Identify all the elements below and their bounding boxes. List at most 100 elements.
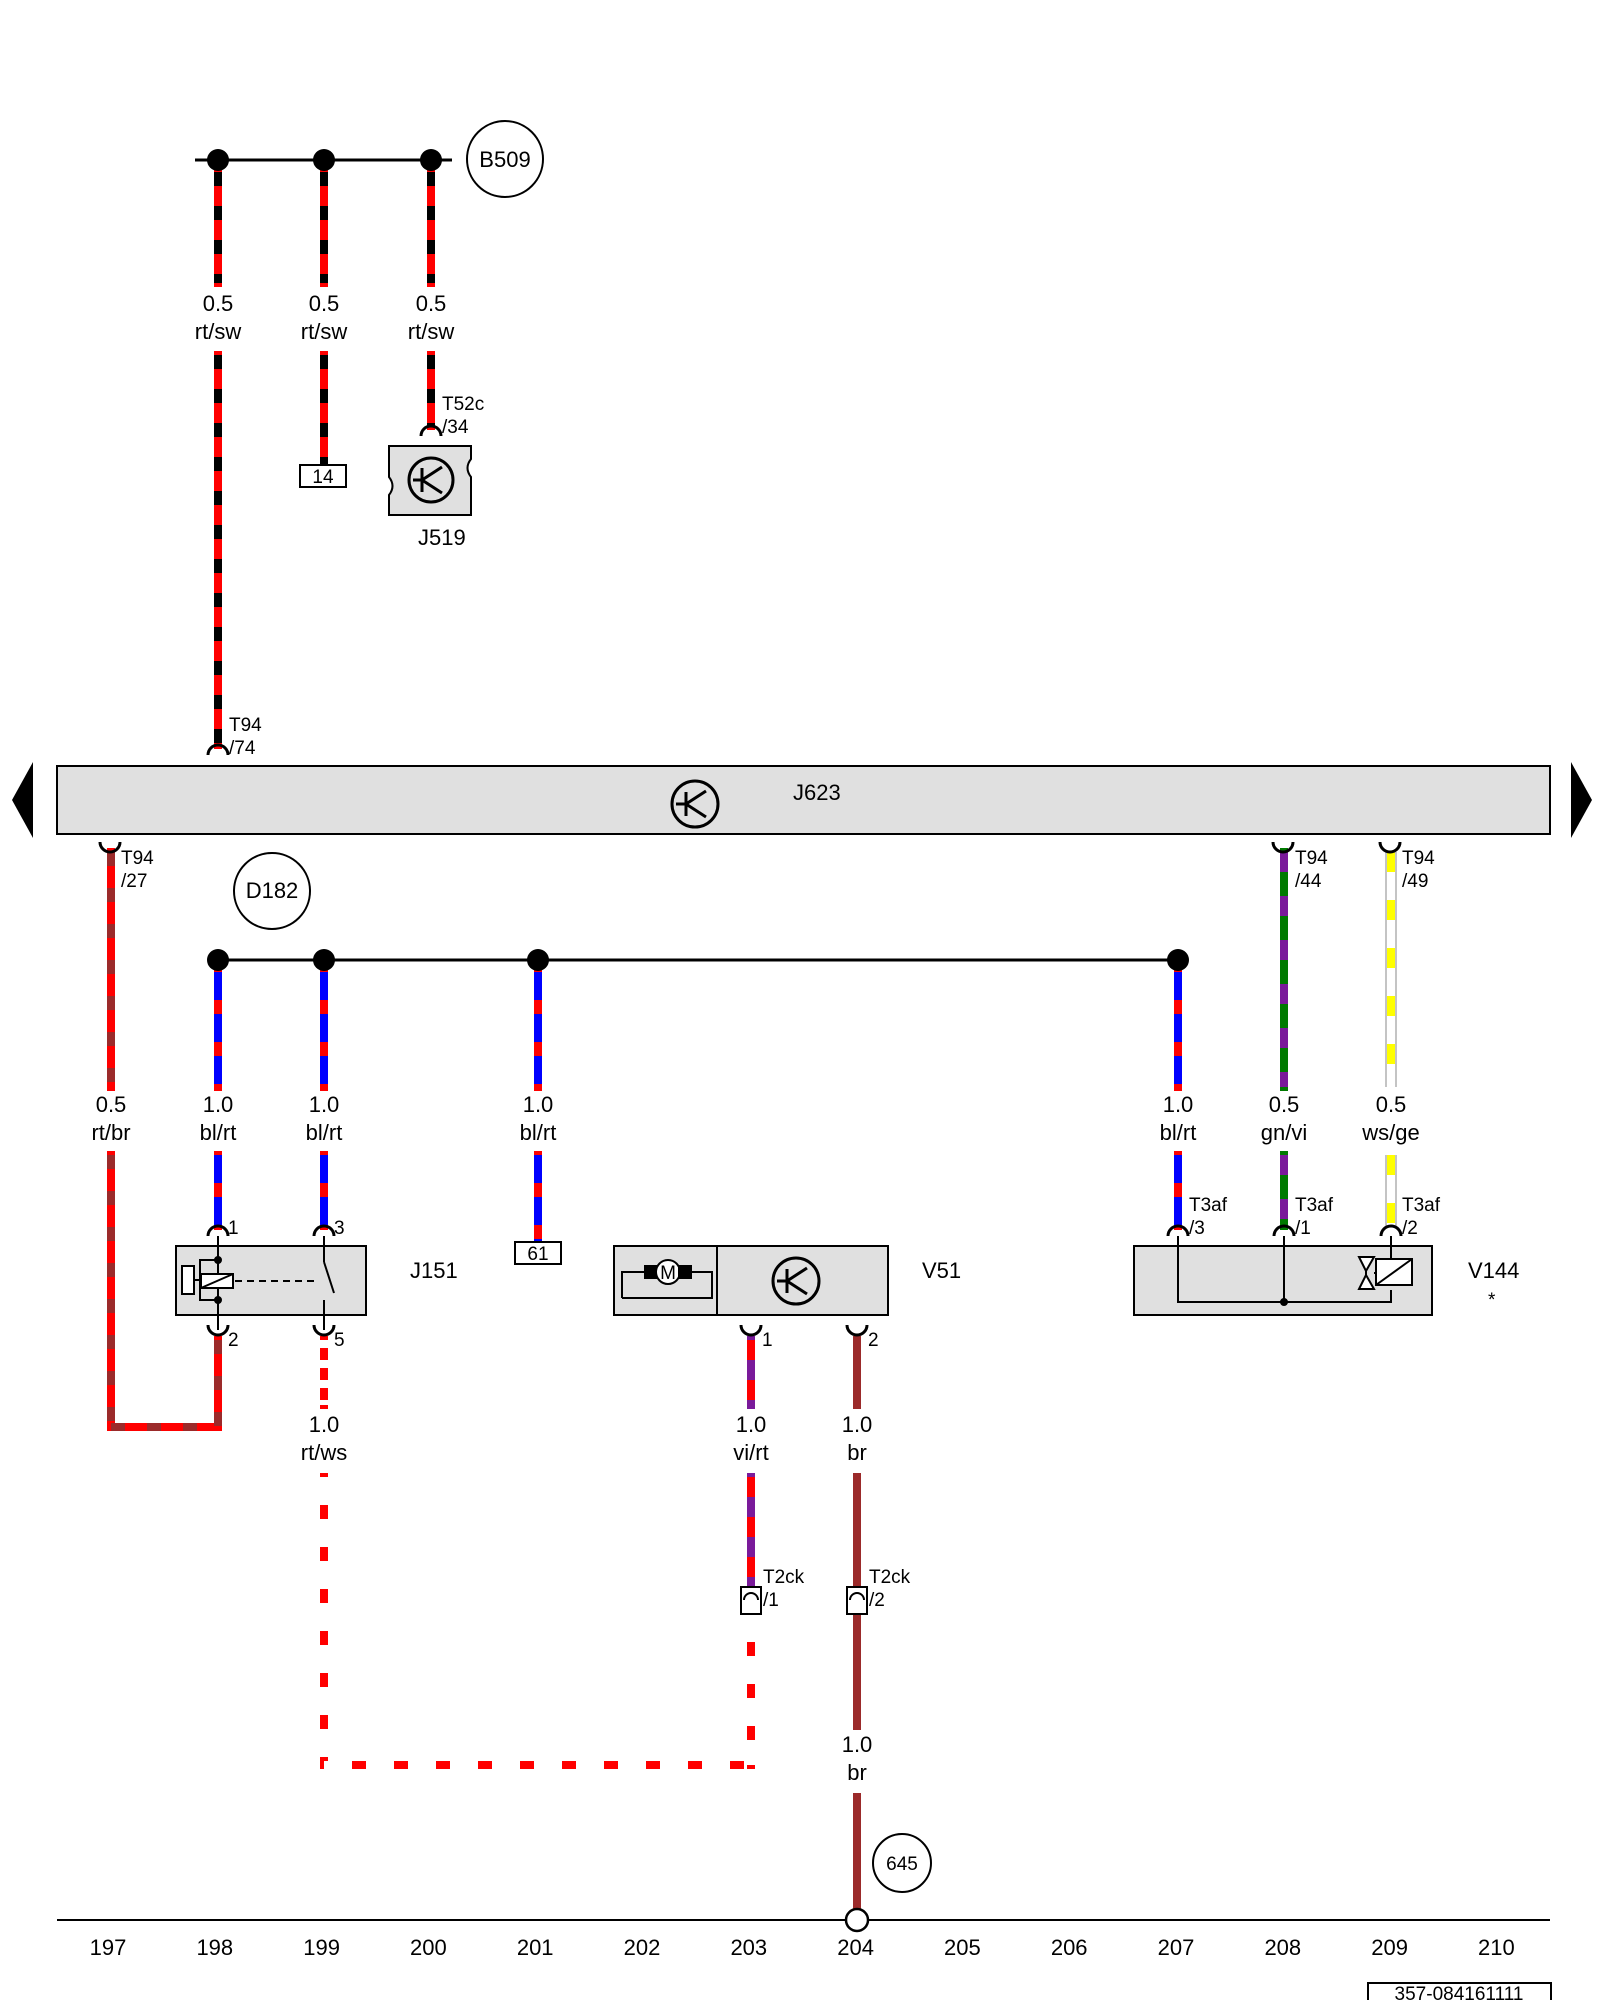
connector-pin xyxy=(1271,841,1295,854)
pump-v51[interactable] xyxy=(613,1245,889,1316)
pin-label: T3af xyxy=(1402,1195,1441,1216)
connector-pin xyxy=(312,1224,336,1237)
wire-size: 0.5 xyxy=(96,1092,127,1117)
connector-pin xyxy=(1272,1224,1296,1237)
pin-label: T2ck xyxy=(869,1567,911,1588)
track-number: 206 xyxy=(1051,1935,1088,1960)
wire-color: ws/ge xyxy=(1361,1120,1419,1145)
document-id: 357-084161111 xyxy=(1395,1984,1524,2000)
connector-pin xyxy=(739,1324,763,1337)
connector-t2ck-1 xyxy=(740,1586,762,1615)
wire-color: br xyxy=(847,1760,867,1785)
ground-label-d182: D182 xyxy=(246,878,299,903)
connector-pin xyxy=(1166,1224,1190,1237)
splice-dot xyxy=(313,949,335,971)
ground-label-645: 645 xyxy=(886,1854,918,1875)
wire-color: rt/sw xyxy=(301,319,348,344)
ground-point-d182 xyxy=(233,852,311,930)
pin-label: /34 xyxy=(442,417,469,438)
track-number: 197 xyxy=(90,1935,127,1960)
ground-point-b509 xyxy=(466,120,544,198)
reference-label: 14 xyxy=(312,467,334,488)
wire-size: 0.5 xyxy=(1269,1092,1300,1117)
pin-label: /27 xyxy=(121,871,147,892)
connector-pin xyxy=(1378,841,1402,854)
splice-dot xyxy=(313,149,335,171)
pin-label: 3 xyxy=(334,1218,345,1239)
pin-label: T94 xyxy=(1295,848,1328,869)
pin-label: T94 xyxy=(121,848,154,869)
wire-color: rt/ws xyxy=(301,1440,347,1465)
wire-size: 1.0 xyxy=(203,1092,234,1117)
wire-size: 1.0 xyxy=(842,1412,873,1437)
component-name: V51 xyxy=(922,1258,961,1283)
splice-dot xyxy=(207,149,229,171)
ground-connection-point xyxy=(844,1907,870,1933)
wire-size: 1.0 xyxy=(523,1092,554,1117)
relay-coil-icon xyxy=(181,1236,335,1330)
wire-color: vi/rt xyxy=(733,1440,768,1465)
wire-size: 1.0 xyxy=(1163,1092,1194,1117)
track-number: 207 xyxy=(1158,1935,1195,1960)
pin-label: /1 xyxy=(763,1590,779,1611)
ground-point-645 xyxy=(872,1833,932,1893)
reference-box-14[interactable] xyxy=(299,464,347,488)
continue-right-arrow-icon[interactable] xyxy=(1571,762,1592,838)
connector-pin xyxy=(419,424,443,437)
pin-label: /2 xyxy=(1402,1218,1418,1239)
continue-left-arrow-icon[interactable] xyxy=(12,762,33,838)
wire-color: bl/rt xyxy=(1160,1120,1197,1145)
pin-label: 2 xyxy=(228,1330,239,1351)
solenoid-valve-icon xyxy=(1177,1236,1413,1306)
track-number: 201 xyxy=(517,1935,554,1960)
wire-size: 0.5 xyxy=(1376,1092,1407,1117)
reference-box-61[interactable] xyxy=(514,1241,562,1265)
splice-dot xyxy=(1167,949,1189,971)
wire-size: 1.0 xyxy=(309,1412,340,1437)
pin-label: /74 xyxy=(229,738,256,759)
pin-label: /3 xyxy=(1189,1218,1205,1239)
reference-label: 61 xyxy=(527,1244,548,1265)
connector-pin xyxy=(312,1324,336,1337)
connector-pin xyxy=(1379,1224,1403,1237)
track-number: 204 xyxy=(837,1935,874,1960)
wire-color: rt/br xyxy=(91,1120,130,1145)
transistor-icon xyxy=(670,779,720,829)
wire-size: 1.0 xyxy=(842,1732,873,1757)
pin-label: 1 xyxy=(762,1330,773,1351)
splice-dot xyxy=(527,949,549,971)
track-number: 210 xyxy=(1478,1935,1515,1960)
wire-size: 1.0 xyxy=(309,1092,340,1117)
component-name: J623 xyxy=(793,780,841,805)
connector-t2ck-2 xyxy=(846,1586,868,1615)
track-number: 208 xyxy=(1264,1935,1301,1960)
track-number: 202 xyxy=(624,1935,661,1960)
wire-size: 0.5 xyxy=(416,291,447,316)
pin-label: 1 xyxy=(228,1218,239,1239)
ground-label-b509: B509 xyxy=(479,147,530,172)
pin-label: /1 xyxy=(1295,1218,1311,1239)
transistor-icon xyxy=(407,456,455,504)
connector-pin xyxy=(206,743,230,756)
wire-size: 0.5 xyxy=(203,291,234,316)
pin-label: T94 xyxy=(1402,848,1435,869)
splice-dot xyxy=(420,149,442,171)
pin-label: T52c xyxy=(442,394,484,415)
motor-letter: M xyxy=(660,1263,676,1284)
wire-size: 0.5 xyxy=(309,291,340,316)
track-number: 209 xyxy=(1371,1935,1408,1960)
track-number: 198 xyxy=(196,1935,233,1960)
connector-pin xyxy=(206,1224,230,1237)
wire-color: bl/rt xyxy=(520,1120,557,1145)
wire-color: rt/sw xyxy=(408,319,455,344)
pin-label: 5 xyxy=(334,1330,345,1351)
component-name: V144 xyxy=(1468,1258,1519,1283)
component-name: J519 xyxy=(418,525,466,550)
control-unit-j623[interactable] xyxy=(56,765,1551,835)
splice-dot xyxy=(207,949,229,971)
pin-label: T94 xyxy=(229,715,262,736)
pin-label: 2 xyxy=(868,1330,879,1351)
track-number: 199 xyxy=(303,1935,340,1960)
